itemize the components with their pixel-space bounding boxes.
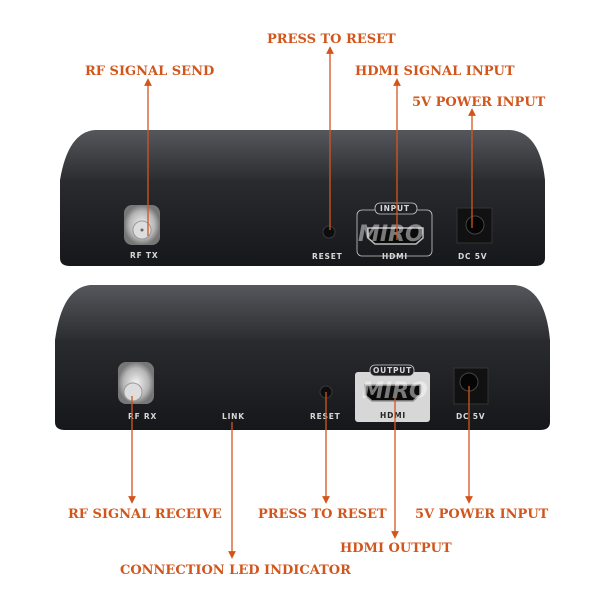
link-led-label: LINK [222, 412, 245, 421]
watermark: MIRO [358, 222, 424, 247]
callout-press-to-reset-bottom: PRESS TO RESET [258, 507, 387, 522]
hdmi-input-port [367, 227, 424, 245]
output-tag: OUTPUT [373, 366, 412, 375]
reset-label: RESET [312, 252, 343, 261]
receiver-device: RF RX LINK RESET OUTPUT HDMI DC 5V MIRO [55, 285, 550, 430]
callout-5v-power-input-bottom: 5V POWER INPUT [415, 507, 549, 522]
reset-button [322, 225, 336, 239]
transmitter-device: RF TX RESET INPUT HDMI DC 5V MIRO [60, 130, 545, 266]
callout-hdmi-signal-input: HDMI SIGNAL INPUT [355, 64, 515, 79]
callout-rf-signal-receive: RF SIGNAL RECEIVE [68, 507, 222, 522]
hdmi-label: HDMI [382, 252, 408, 261]
input-tag: INPUT [380, 204, 410, 213]
rf-tx-connector [124, 205, 160, 245]
callout-connection-led-indicator: CONNECTION LED INDICATOR [120, 563, 351, 578]
dc-label: DC 5V [458, 252, 487, 261]
dc-power-jack [465, 215, 485, 235]
rf-tx-label: RF TX [130, 251, 158, 260]
rf-rx-label: RF RX [128, 412, 157, 421]
callout-lines [128, 46, 476, 559]
callout-hdmi-output: HDMI OUTPUT [340, 541, 452, 556]
callout-press-to-reset-top: PRESS TO RESET [267, 32, 396, 47]
callout-rf-signal-send: RF SIGNAL SEND [85, 64, 214, 79]
hdmi-output-port [364, 384, 421, 402]
hdmi-label: HDMI [380, 411, 406, 420]
dc-label: DC 5V [456, 412, 485, 421]
reset-label: RESET [310, 412, 341, 421]
rf-rx-connector [118, 362, 154, 404]
callout-5v-power-input-top: 5V POWER INPUT [412, 95, 546, 110]
